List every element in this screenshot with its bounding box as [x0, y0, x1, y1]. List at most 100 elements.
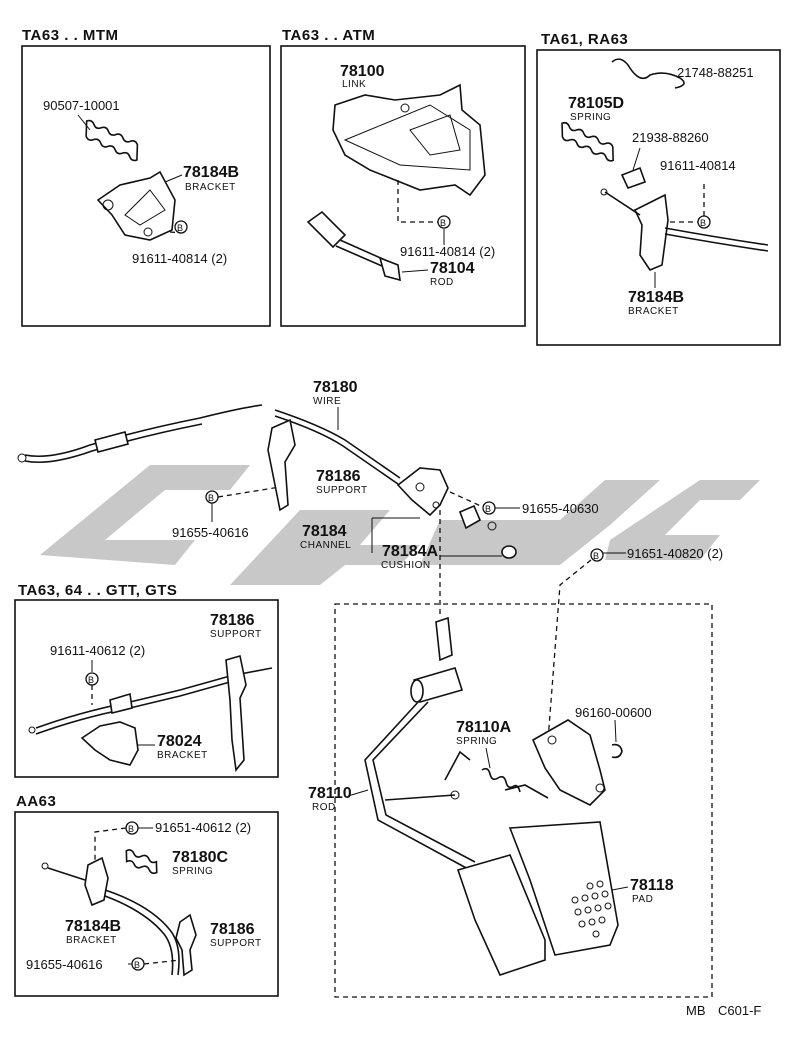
- bracket-part: [80, 721, 139, 766]
- label-78184b-c: 78184B: [628, 289, 684, 306]
- svg-text:B: B: [128, 824, 134, 834]
- label-78110: 78110: [308, 785, 352, 802]
- pedal-rod: [364, 699, 471, 871]
- svg-text:B: B: [208, 493, 214, 503]
- label-spring: SPRING: [570, 112, 611, 123]
- label-91611-40814: 91611-40814 (2): [132, 251, 227, 266]
- label-78184b: 78184B: [183, 164, 239, 181]
- label-78180c: 78180C: [172, 849, 228, 866]
- label-21938-88260: 21938-88260: [632, 130, 709, 145]
- label-91655-40630: 91655-40630: [522, 501, 599, 516]
- panel-frame: [536, 49, 781, 346]
- label-91611-40814-c: 91611-40814: [660, 158, 736, 173]
- hinge-bracket: [531, 719, 606, 806]
- svg-text:B: B: [593, 551, 599, 561]
- channel-part: [396, 467, 449, 517]
- pad-texture: [571, 880, 612, 938]
- bushing-part: [458, 504, 482, 530]
- panel-ta63-64: TA63, 64 . . GTT, GTS 78186 SUPPORT 9161…: [14, 582, 279, 778]
- label-78105d: 78105D: [568, 95, 624, 112]
- label-91655-40616: 91655-40616: [172, 525, 249, 540]
- panel-title-ta63-64: TA63, 64 . . GTT, GTS: [18, 582, 177, 599]
- panel-aa63: AA63 B 91651-40612 (2) 78180C SPRING 781…: [14, 793, 279, 997]
- support-part: [225, 654, 247, 772]
- panel-title-ta61-ra63: TA61, RA63: [541, 31, 628, 48]
- panel-ta63-mtm: TA63 . . MTM 90507-10001 78184B BRACKET …: [21, 27, 271, 327]
- label-wire: WIRE: [313, 396, 341, 407]
- accelerator-wire: [24, 404, 263, 458]
- footer-code: C601-F: [718, 1003, 761, 1018]
- rod-end-part: [306, 210, 347, 249]
- spring-part: [125, 849, 158, 875]
- wire-adjuster: [94, 431, 129, 453]
- footer: MB C601-F: [686, 1003, 761, 1018]
- bracket-part: [633, 193, 669, 271]
- pedal-box-frame: [334, 603, 713, 998]
- label-support-aa: SUPPORT: [210, 938, 262, 949]
- label-pad: PAD: [632, 894, 653, 905]
- label-channel: CHANNEL: [300, 540, 351, 551]
- label-91651-40612: 91651-40612 (2): [155, 820, 251, 835]
- spring-part: [85, 119, 139, 162]
- label-support-gtt: SUPPORT: [210, 629, 262, 640]
- label-78100: 78100: [340, 63, 385, 80]
- label-78184a: 78184A: [382, 543, 438, 560]
- label-78110a: 78110A: [456, 719, 512, 736]
- label-78104: 78104: [430, 260, 475, 277]
- label-bracket-c: BRACKET: [628, 306, 679, 317]
- label-91655-40616-aa: 91655-40616: [26, 957, 103, 972]
- label-rod-main: ROD: [312, 802, 336, 813]
- main-assembly: 78180 WIRE 78186 SUPPORT B 91655-40616 B…: [17, 379, 723, 741]
- label-91611-40814-2: 91611-40814 (2): [400, 244, 495, 259]
- spring-part: [561, 121, 614, 162]
- footer-mb: MB: [686, 1003, 706, 1018]
- label-bracket: BRACKET: [185, 182, 236, 193]
- svg-text:B: B: [134, 960, 140, 970]
- svg-text:B: B: [177, 223, 183, 233]
- bracket-part: [84, 856, 109, 907]
- label-78186-aa: 78186: [210, 921, 255, 938]
- bracket-part: [96, 170, 176, 241]
- panel-frame: [14, 599, 279, 778]
- label-91611-40612: 91611-40612 (2): [50, 643, 145, 658]
- label-78024: 78024: [157, 733, 202, 750]
- label-78186-gtt: 78186: [210, 612, 255, 629]
- label-90507-10001: 90507-10001: [43, 98, 120, 113]
- svg-text:B: B: [88, 675, 94, 685]
- support-part: [175, 913, 197, 977]
- label-rod: ROD: [430, 277, 454, 288]
- pedal-assembly: 78118 PAD 78110A SPRING 96160-00600 7811…: [308, 603, 713, 998]
- svg-text:B: B: [700, 218, 706, 228]
- label-78184b-aa: 78184B: [65, 918, 121, 935]
- pedal-plate: [456, 854, 546, 976]
- panel-title-ta63-atm: TA63 . . ATM: [282, 27, 375, 44]
- sleeve-part: [620, 166, 647, 189]
- label-78184: 78184: [302, 523, 347, 540]
- spring-clip-part: [611, 58, 685, 89]
- cushion-part: [501, 545, 517, 559]
- label-78186-main: 78186: [316, 468, 361, 485]
- svg-text:B: B: [440, 218, 446, 228]
- clip-part: [611, 743, 623, 759]
- link-part: [332, 83, 486, 197]
- panel-title-ta63-mtm: TA63 . . MTM: [22, 27, 119, 44]
- panel-title-aa63: AA63: [16, 793, 56, 810]
- panel-ta63-atm: TA63 . . ATM 78100 LINK B 91611-40814 (2…: [280, 27, 526, 327]
- bolt-marker: [590, 548, 604, 562]
- label-21748-88251: 21748-88251: [677, 65, 754, 80]
- label-91651-40820: 91651-40820 (2): [627, 546, 723, 561]
- label-link: LINK: [342, 79, 366, 90]
- panel-ta61-ra63: TA61, RA63 21748-88251 78105D SPRING 219…: [536, 31, 781, 346]
- label-cushion: CUSHION: [381, 560, 431, 571]
- spring-part: [481, 767, 521, 793]
- panel-frame: [280, 45, 526, 327]
- support-part: [267, 418, 296, 512]
- label-spring-main: SPRING: [456, 736, 497, 747]
- label-support-main: SUPPORT: [316, 485, 368, 496]
- label-bracket-aa: BRACKET: [66, 935, 117, 946]
- pad-part: [508, 821, 619, 956]
- label-78180: 78180: [313, 379, 358, 396]
- label-96160-00600: 96160-00600: [575, 705, 652, 720]
- label-spring-aa: SPRING: [172, 866, 213, 877]
